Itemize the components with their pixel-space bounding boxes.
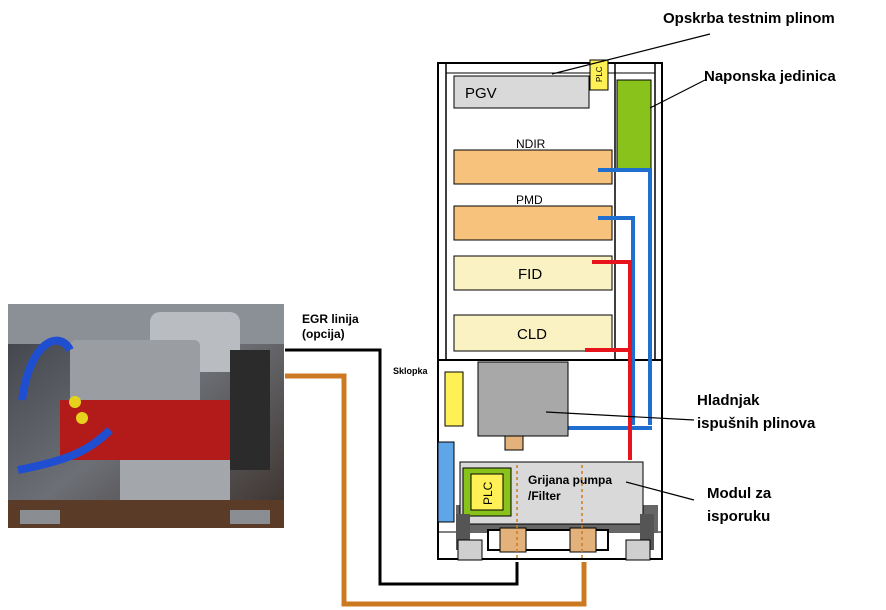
cld-label: CLD (517, 326, 547, 343)
pmd-label: PMD (516, 193, 543, 207)
callout-lines (545, 33, 711, 501)
egr-line-label-1: EGR linija (302, 312, 359, 326)
exhaust-cooler-label-2: ispušnih plinova (697, 415, 816, 432)
delivery-module-label-1: Modul za (707, 485, 772, 502)
heated-pump-label-2: /Filter (528, 489, 561, 503)
delivery-module-label-2: isporuku (707, 508, 770, 525)
ndir-module: NDIR (453, 137, 613, 185)
sample-lines-blue (560, 168, 652, 430)
exhaust-line (285, 373, 587, 607)
ndir-label: NDIR (516, 137, 546, 151)
heated-pump-label-1: Grijana pumpa (528, 473, 612, 487)
pgv-label: PGV (465, 85, 497, 102)
egr-line-label-2: (opcija) (302, 327, 345, 341)
exhaust-cooler (477, 361, 569, 451)
power-unit-label: Naponska jedinica (704, 68, 836, 85)
plc-top-module: PLC (589, 59, 609, 91)
fid-module: FID (453, 255, 613, 291)
switch-module: Sklopka (393, 366, 464, 427)
plc-top-label: PLC (595, 66, 604, 82)
cld-module: CLD (453, 314, 613, 352)
pmd-module: PMD (453, 193, 613, 241)
side-panel (437, 441, 455, 523)
delivery-module: PLC Grijana pumpa /Filter (456, 461, 658, 561)
egr-line (285, 348, 519, 586)
test-gas-supply-label: Opskrba testnim plinom (663, 10, 835, 27)
sample-lines-red (585, 260, 632, 460)
engine-photo (8, 304, 284, 528)
plc-bottom-label: PLC (481, 481, 495, 505)
pgv-module: PGV (453, 75, 590, 109)
switch-label: Sklopka (393, 366, 429, 376)
exhaust-cooler-label-1: Hladnjak (697, 392, 760, 409)
fid-label: FID (518, 266, 542, 283)
power-unit (616, 79, 652, 171)
